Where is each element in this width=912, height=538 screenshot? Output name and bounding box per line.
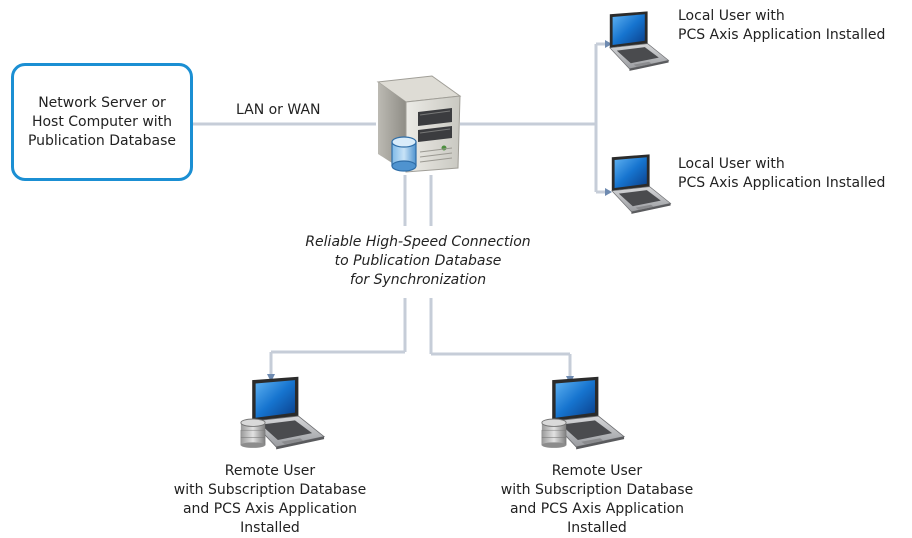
remote-user-2-database-icon (541, 418, 567, 448)
host-computer-label: Network Server or Host Computer with Pub… (27, 94, 177, 149)
remote-user-1-database-icon (240, 418, 266, 448)
local-user-2-label: Local User with PCS Axis Application Ins… (678, 156, 886, 191)
lan-wan-label: LAN or WAN (236, 102, 321, 118)
connection-label: Reliable High-Speed Connection to Public… (305, 234, 531, 288)
local-user-2-laptop-icon (611, 154, 671, 215)
host-computer-box: Network Server or Host Computer with Pub… (11, 63, 193, 181)
local-user-1-label: Local User with PCS Axis Application Ins… (678, 8, 886, 43)
network-diagram (190, 11, 671, 450)
local-user-1-laptop-icon (609, 11, 669, 72)
server-tower-icon (376, 75, 462, 173)
connection-lines (190, 42, 610, 378)
